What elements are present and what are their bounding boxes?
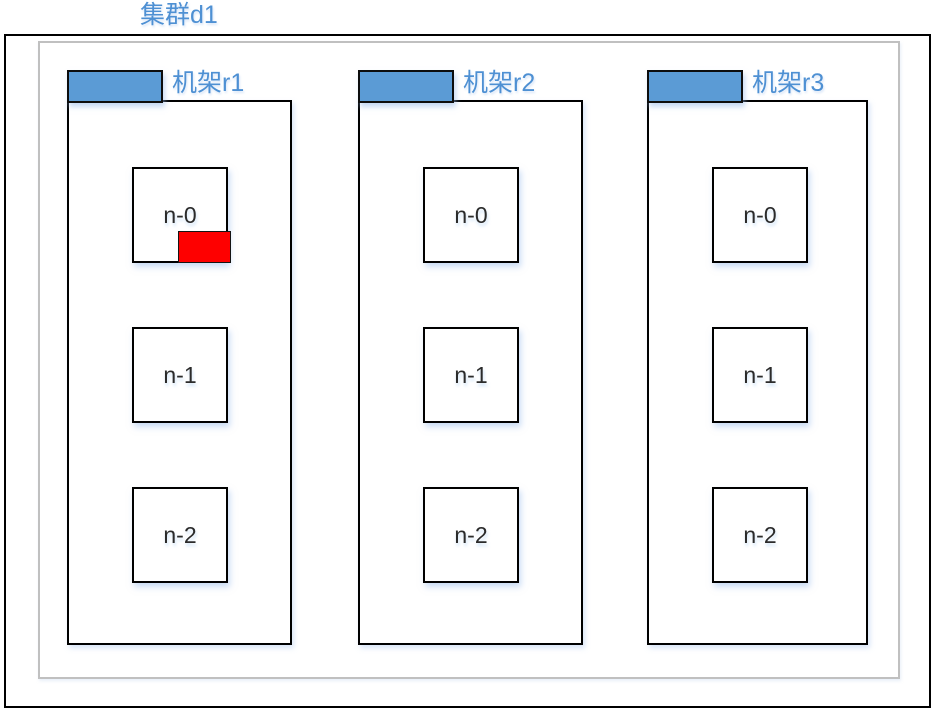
failure-marker xyxy=(178,231,231,263)
cluster-outer-boundary xyxy=(4,34,931,708)
node-label: n-0 xyxy=(743,201,777,228)
node-label: n-2 xyxy=(743,521,777,548)
node-label: n-1 xyxy=(743,361,777,388)
rack-r1-label: 机架r1 xyxy=(172,69,245,97)
rack-r3: 机架r3 n-0 n-1 n-2 xyxy=(647,69,868,645)
node-label: n-0 xyxy=(454,201,488,228)
node-label: n-1 xyxy=(454,361,488,388)
cluster-inner-boundary xyxy=(38,41,900,679)
rack-r1-node-n-0: n-0 xyxy=(132,167,231,263)
rack-r3-label: 机架r3 xyxy=(752,69,825,97)
node-label: n-2 xyxy=(454,521,488,548)
rack-r2-header-bar xyxy=(358,70,454,103)
node-label: n-0 xyxy=(163,201,197,228)
rack-r1-header-bar xyxy=(67,70,163,103)
rack-r1-node-n-1: n-1 xyxy=(132,327,228,423)
rack-r2-node-n-2: n-2 xyxy=(423,487,519,583)
rack-r3-node-n-1: n-1 xyxy=(712,327,808,423)
cluster-title: 集群d1 xyxy=(140,1,218,29)
node-label: n-1 xyxy=(163,361,197,388)
rack-r3-node-n-0: n-0 xyxy=(712,167,808,263)
rack-r1-node-n-2: n-2 xyxy=(132,487,228,583)
rack-r2-node-n-0: n-0 xyxy=(423,167,519,263)
rack-r2-label: 机架r2 xyxy=(463,69,536,97)
node-label: n-2 xyxy=(163,521,197,548)
rack-r2-node-n-1: n-1 xyxy=(423,327,519,423)
rack-r2: 机架r2 n-0 n-1 n-2 xyxy=(358,69,583,645)
rack-r3-node-n-2: n-2 xyxy=(712,487,808,583)
rack-r3-header-bar xyxy=(647,70,743,103)
rack-r1: 机架r1 n-0 n-1 n-2 xyxy=(67,69,292,645)
